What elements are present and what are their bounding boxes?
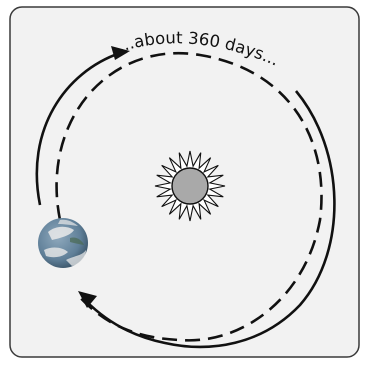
- motion-arrow-upper-path: [35, 51, 121, 206]
- motion-arrow-lower-path: [85, 90, 336, 349]
- earth-icon: [38, 218, 88, 268]
- arrowhead-icon: [78, 291, 97, 308]
- arrowhead-icon: [111, 46, 130, 60]
- orbit-dashed-path: [55, 52, 323, 342]
- sun-icon: [154, 150, 226, 222]
